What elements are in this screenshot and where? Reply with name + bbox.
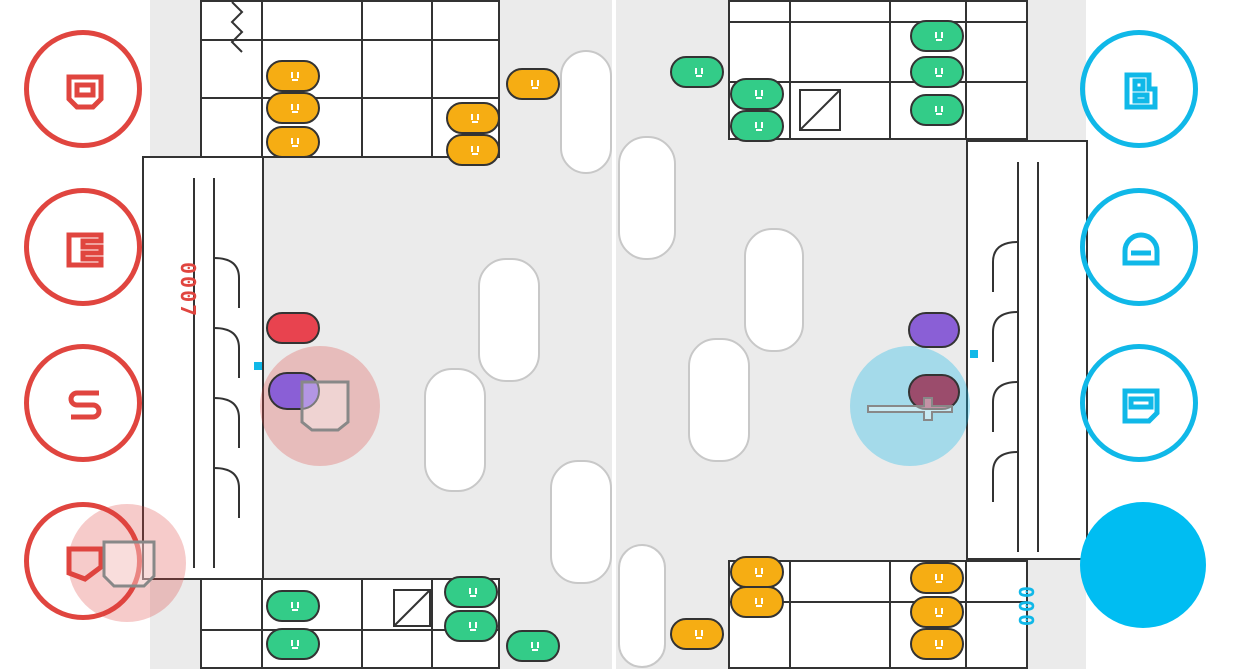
- yellow-minion: [910, 628, 964, 660]
- arena-divider: [612, 0, 616, 669]
- yellow-minion: [670, 618, 724, 650]
- red-btn-4[interactable]: [24, 502, 142, 620]
- green-minion: [670, 56, 724, 88]
- left-castle-wall: [142, 156, 264, 580]
- right-castle-wall: [966, 140, 1088, 560]
- shield-icon: [66, 74, 104, 110]
- green-minion: [444, 576, 498, 608]
- red-marker: [254, 362, 262, 370]
- banner-icon: [66, 546, 104, 582]
- yellow-minion: [446, 102, 500, 134]
- yellow-minion: [910, 562, 964, 594]
- cloud: [424, 368, 486, 492]
- red-shield-icon: [300, 380, 350, 432]
- blue-score: 000: [1014, 586, 1038, 629]
- blue-marker: [970, 350, 978, 358]
- cloud: [618, 136, 676, 260]
- blue-btn-2[interactable]: [1080, 188, 1198, 306]
- yellow-minion: [266, 126, 320, 158]
- yellow-minion: [266, 92, 320, 124]
- yellow-minion: [446, 134, 500, 166]
- red-btn-3[interactable]: [24, 344, 142, 462]
- yellow-minion: [730, 586, 784, 618]
- red-btn-2[interactable]: [24, 188, 142, 306]
- red-btn-1[interactable]: [24, 30, 142, 148]
- red-drag-shield-icon: [102, 540, 156, 588]
- green-minion: [910, 56, 964, 88]
- blue-sword-icon: [867, 397, 953, 421]
- blue-player[interactable]: [908, 374, 960, 410]
- purple-carried-minion: [908, 312, 960, 348]
- s-curve-icon: [68, 390, 102, 420]
- green-minion: [910, 94, 964, 126]
- cloud: [618, 544, 666, 668]
- red-drag-circle[interactable]: [68, 504, 186, 622]
- red-player[interactable]: [266, 312, 320, 344]
- red-score: 0007: [176, 262, 200, 319]
- shield-icon: [1122, 388, 1160, 424]
- yellow-minion: [506, 68, 560, 100]
- cloud: [688, 338, 750, 462]
- green-minion: [910, 20, 964, 52]
- left-tower-top: [200, 0, 500, 158]
- yellow-minion: [910, 596, 964, 628]
- cloud: [560, 50, 612, 174]
- yellow-minion: [266, 60, 320, 92]
- ladder-icon: [66, 232, 104, 268]
- green-minion: [266, 590, 320, 622]
- cloud: [744, 228, 804, 352]
- purple-carried-minion: [268, 372, 320, 410]
- green-minion: [730, 78, 784, 110]
- blue-btn-4[interactable]: [1080, 502, 1206, 628]
- b-icon: [1124, 72, 1158, 110]
- green-minion: [266, 628, 320, 660]
- blue-btn-3[interactable]: [1080, 344, 1198, 462]
- yellow-minion: [730, 556, 784, 588]
- green-minion: [444, 610, 498, 642]
- blue-btn-1[interactable]: [1080, 30, 1198, 148]
- green-minion: [506, 630, 560, 662]
- dome-icon: [1122, 232, 1160, 266]
- green-minion: [730, 110, 784, 142]
- cloud: [550, 460, 612, 584]
- cloud: [478, 258, 540, 382]
